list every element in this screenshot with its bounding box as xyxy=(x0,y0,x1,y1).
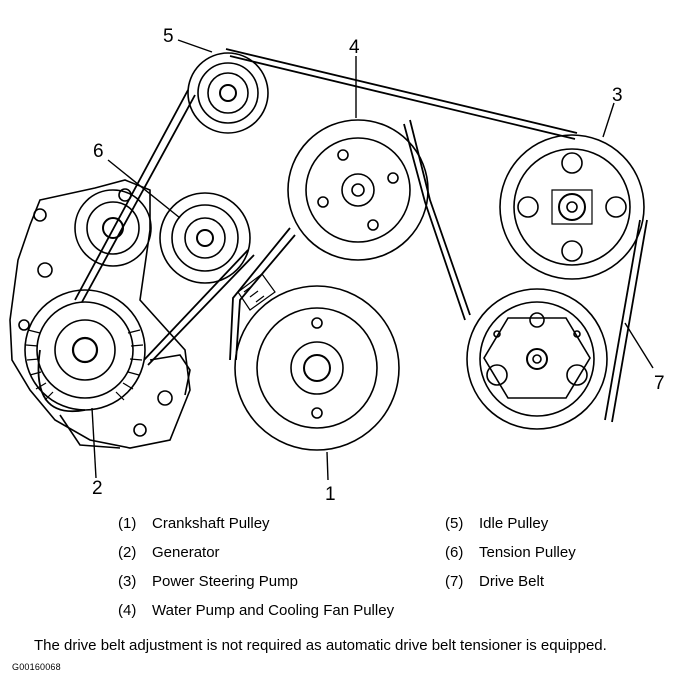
legend-label: Idle Pulley xyxy=(479,515,549,532)
idle-pulley xyxy=(187,52,269,134)
legend-number: (7) xyxy=(445,573,464,590)
power-steering-pulley xyxy=(499,134,645,280)
drive-belt-diagram: 1 2 3 4 5 6 7 xyxy=(9,26,665,505)
legend-item: (5) Idle Pulley xyxy=(445,515,548,533)
belt-tensioner xyxy=(466,288,608,430)
crankshaft-pulley xyxy=(234,285,400,451)
legend-item: (1) Crankshaft Pulley xyxy=(118,515,270,533)
legend-number: (2) xyxy=(118,544,137,561)
legend-label: Tension Pulley xyxy=(479,544,576,561)
water-pump-pulley xyxy=(287,119,429,261)
legend-item: (7) Drive Belt xyxy=(445,573,544,591)
legend-number: (4) xyxy=(118,602,137,619)
legend-number: (6) xyxy=(445,544,464,561)
legend-number: (3) xyxy=(118,573,137,590)
tension-pulley xyxy=(159,192,251,284)
drive-belt xyxy=(37,48,648,423)
legend-label: Water Pump and Cooling Fan Pulley xyxy=(152,602,395,619)
figure-id: G00160068 xyxy=(12,662,61,672)
callout-3: 3 xyxy=(612,85,623,106)
legend-number: (5) xyxy=(445,515,464,532)
legend-item: (4) Water Pump and Cooling Fan Pulley xyxy=(118,602,394,620)
callout-1: 1 xyxy=(325,484,336,505)
callout-5: 5 xyxy=(163,26,174,47)
legend-item: (3) Power Steering Pump xyxy=(118,573,298,591)
callout-4: 4 xyxy=(349,37,360,58)
legend-number: (1) xyxy=(118,515,137,532)
legend-label: Generator xyxy=(152,544,220,561)
legend-item: (6) Tension Pulley xyxy=(445,544,576,562)
callout-6: 6 xyxy=(93,141,104,162)
legend-item: (2) Generator xyxy=(118,544,220,562)
adjustment-note: The drive belt adjustment is not require… xyxy=(34,637,607,654)
legend-label: Drive Belt xyxy=(479,573,545,590)
callout-7: 7 xyxy=(654,373,665,394)
callout-2: 2 xyxy=(92,478,103,499)
callout-leaders xyxy=(91,39,654,481)
bracket-pulley xyxy=(74,189,152,267)
legend-label: Crankshaft Pulley xyxy=(152,515,270,532)
legend-label: Power Steering Pump xyxy=(152,573,298,590)
